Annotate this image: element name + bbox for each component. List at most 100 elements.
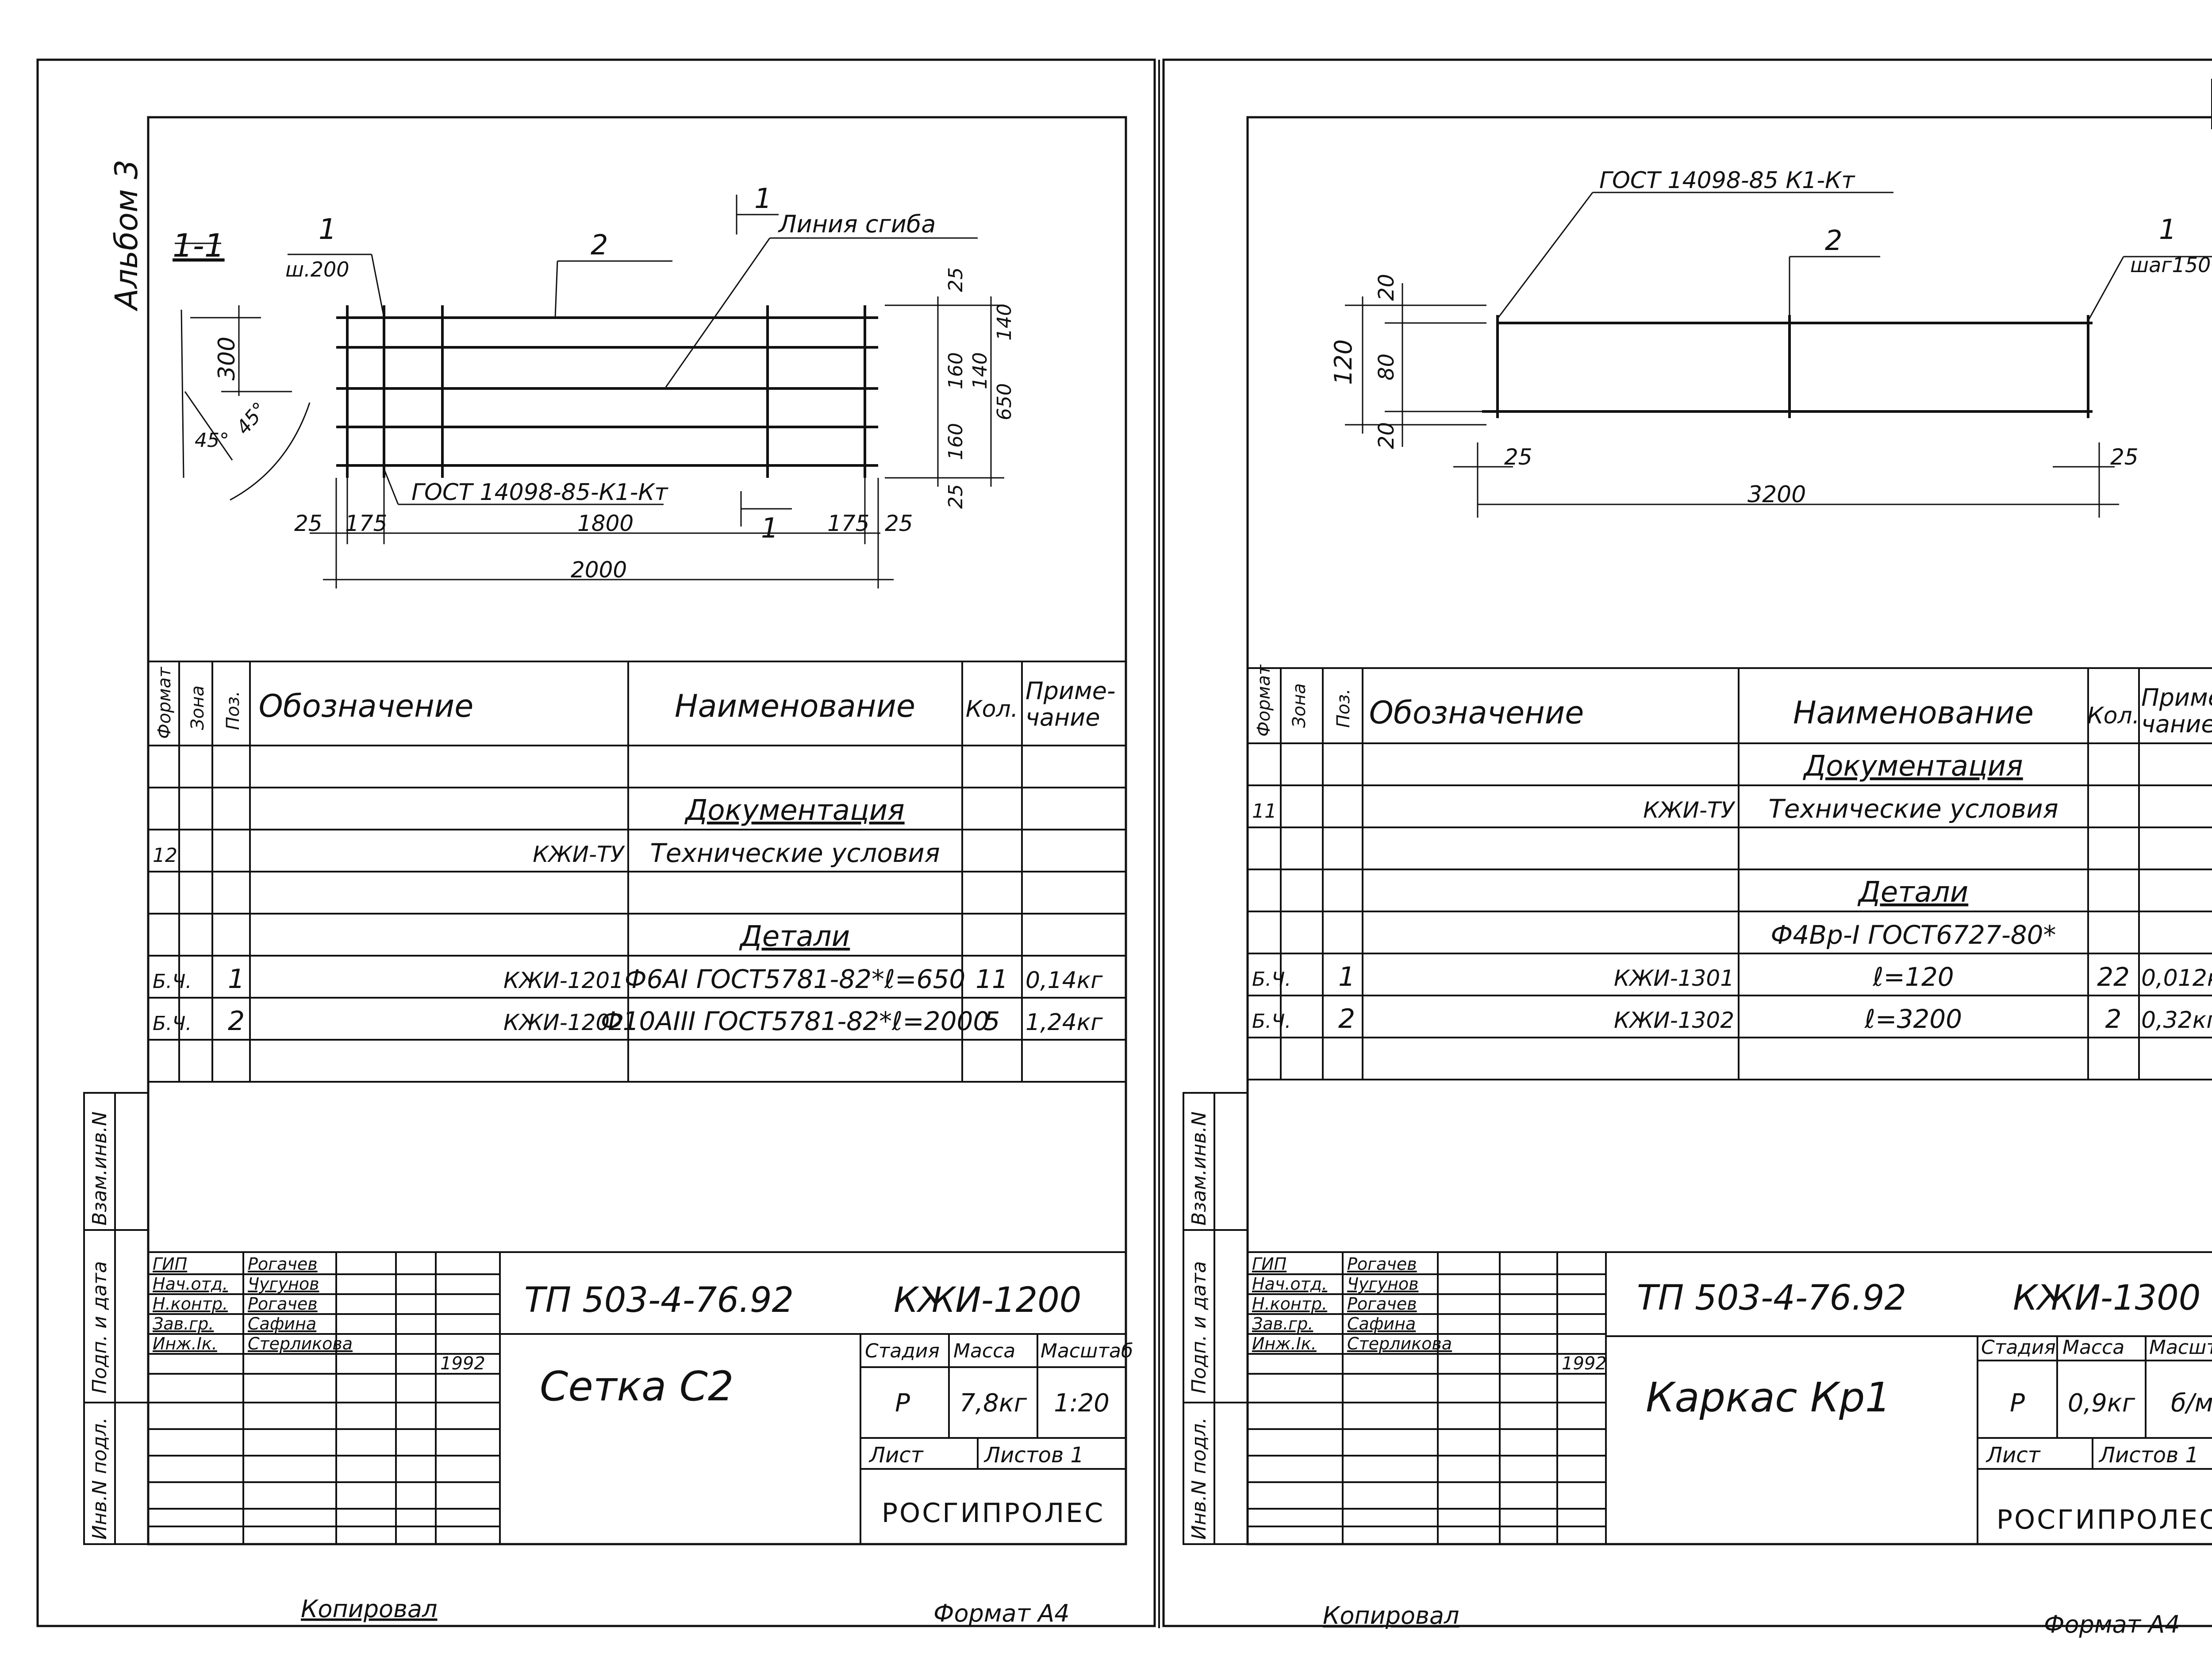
right-tb-year: 1992 [1562,1353,1607,1374]
left-staff-role: Нач.отд. [153,1274,228,1294]
dim-175a: 175 [345,511,387,536]
left-tb-sheets-label: Листов 1 [983,1443,1084,1468]
left-title-grid [148,1251,1126,1544]
left-tb-item-name: Сетка С2 [540,1363,733,1410]
left-main-frame [147,116,1127,1545]
pos1-step: ш.200 [285,258,349,281]
left-hdr-qty: Кол. [966,696,1018,723]
cut-mark-bottom: 1 [761,512,778,544]
vdim-140b: 140 [969,352,991,389]
left-staff-role: Инж.Iк. [153,1334,217,1353]
left-cell-qty: 11 [975,964,1008,994]
right-staff-role: ГИП [1252,1254,1286,1274]
left-cell-note: 1,24кг [1025,1009,1103,1036]
right-cell-pos: 2 [1338,1003,1355,1034]
right-cell-name: Ф4Вр-I ГОСТ6727-80* [1770,920,2056,950]
right-tb-sheets-label: Листов 1 [2098,1443,2199,1468]
right-cage-dims [1345,192,2212,518]
right-cell-designation: КЖИ-ТУ [1643,797,1736,823]
right-staff-role: Нач.отд. [1252,1274,1327,1294]
left-cell-designation: КЖИ-ТУ [533,842,625,867]
left-hdr-designation: Обозначение [259,688,474,724]
left-tb-stage-label: Стадия [865,1340,940,1362]
stamp-substitute-r: Взам.инв.N [1188,1111,1210,1226]
copied-right: Копировал [1323,1602,1459,1630]
right-staff-role: Н.контр. [1252,1294,1327,1314]
left-hdr-pos: Поз. [223,691,243,730]
right-tb-project: ТП 503-4-76.92 [1637,1278,1906,1318]
vdim-120: 120 [1329,339,1357,385]
left-hdr-note-2: чание [1025,703,1100,731]
left-staff-role: Н.контр. [153,1294,228,1314]
vdim-160b: 160 [945,423,967,460]
stamp-signed-r: Подп. и дата [1188,1261,1210,1394]
right-staff-name: Рогачев [1347,1254,1417,1274]
left-tb-year: 1992 [440,1353,485,1374]
pos2-label-r: 2 [1825,224,1842,257]
dim-45a: 45° [195,429,229,452]
sheet-frames [36,58,2212,1628]
pos1-label-r: 1 [2159,213,2176,246]
dim-3200: 3200 [1747,481,1806,508]
dim-300: 300 [214,337,240,381]
dim-25a-r: 25 [1504,444,1532,470]
left-cell-name: Технические условия [650,838,940,868]
right-hdr-pos: Поз. [1333,688,1354,728]
right-hdr-zone: Зона [1289,683,1310,728]
dim-2000: 2000 [571,557,627,583]
right-spec-grid [1248,667,2212,1080]
right-cell-name: ℓ=3200 [1864,1004,1962,1034]
album-label: Альбом 3 [108,160,145,311]
copied-left: Копировал [301,1595,438,1623]
right-cell-pos: 1 [1338,961,1355,992]
pos2-label: 2 [591,229,608,261]
left-staff-role: ГИП [153,1254,187,1274]
right-hdr-name: Наименование [1793,695,2034,731]
left-hdr-note-1: Приме- [1025,677,1115,705]
left-tb-code: КЖИ-1200 [894,1280,1081,1320]
right-hdr-note-2: чание [2141,710,2212,738]
left-tb-mass-label: Масса [953,1340,1015,1362]
right-staff-name: Чугунов [1347,1274,1418,1294]
vdim-650: 650 [993,383,1016,420]
left-tb-stage: Р [895,1389,910,1418]
left-hdr-format: Формат [154,666,175,739]
left-mesh-drawing [336,305,878,478]
right-tb-stage-label: Стадия [1981,1336,2056,1359]
left-cell-note: 0,14кг [1025,967,1103,994]
right-hdr-note-1: Приме- [2141,684,2212,711]
dim-25b-r: 25 [2110,444,2139,470]
vdim-25b: 25 [945,484,967,509]
dim-45b: 45° [232,398,271,439]
left-cell-pos: 1 [228,964,245,995]
right-tb-mass: 0,9кг [2068,1389,2135,1418]
stamp-signed: Подп. и дата [88,1261,111,1394]
left-cell-name: Документация [684,794,904,827]
right-tb-mass-label: Масса [2062,1336,2124,1359]
left-tb-org: РОСГИПРОЛЕС [882,1498,1105,1529]
stamp-original: Инв.N подл. [88,1417,111,1540]
left-staff-name: Стерликова [248,1334,353,1353]
left-tb-scale: 1:20 [1054,1389,1110,1418]
right-cell-qty: 22 [2097,962,2130,992]
left-tb-sheet-label: Лист [868,1443,924,1468]
right-tb-stage: Р [2010,1389,2025,1418]
left-tb-mass: 7,8кг [960,1389,1027,1418]
right-cell-designation: КЖИ-1302 [1614,1007,1734,1033]
right-cell-name: Детали [1857,876,1968,909]
left-tb-project: ТП 503-4-76.92 [524,1280,794,1320]
right-cell-format: Б.Ч. [1252,1010,1291,1033]
format-left: Формат А4 [933,1599,1070,1627]
right-cell-name: Документация [1802,750,2023,783]
left-cell-designation: КЖИ-1201 [503,968,624,993]
left-hdr-zone: Зона [188,685,208,730]
vdim-20b: 20 [1374,422,1399,449]
vdim-25a: 25 [945,267,967,292]
left-cell-format: Б.Ч. [153,970,192,993]
right-cell-format: 11 [1252,800,1277,823]
left-cell-name: Ф6АI ГОСТ5781-82*ℓ=650 [625,964,966,994]
left-cell-format: Б.Ч. [153,1012,192,1035]
dim-1800: 1800 [577,511,634,536]
right-cell-name: Технические условия [1768,794,2058,824]
